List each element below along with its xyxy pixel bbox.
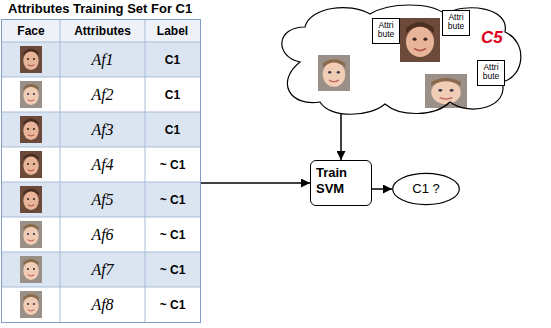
table-stripes — [2, 20, 200, 322]
attribute-cell: Af8 — [60, 287, 145, 322]
attribute-cell: Af6 — [60, 217, 145, 252]
output-text: C1 ? — [412, 181, 439, 197]
attribute-cell: Af4 — [60, 147, 145, 182]
attribute-box: Attri bute — [372, 18, 400, 44]
table-title: Attributes Training Set For C1 — [8, 1, 192, 17]
flow-arrow — [340, 113, 342, 160]
output-ellipse: C1 ? — [392, 172, 460, 206]
cloud-shape — [282, 5, 521, 114]
label-cell: ~ C1 — [145, 147, 200, 182]
label-cell: ~ C1 — [145, 217, 200, 252]
attribute-box: Attri bute — [477, 60, 505, 86]
flow-arrow — [200, 182, 310, 184]
column-header: Label — [145, 20, 200, 42]
attribute-cell: Af7 — [60, 252, 145, 287]
label-cell: C1 — [145, 77, 200, 112]
label-cell: C1 — [145, 42, 200, 77]
process-box: Train SVM — [310, 160, 372, 206]
attribute-cell: Af2 — [60, 77, 145, 112]
test-cloud: C5Attri buteAttri buteAttri bute — [270, 2, 525, 117]
attribute-cell: Af3 — [60, 112, 145, 147]
attribute-box: Attri bute — [442, 10, 470, 36]
attribute-text: Attri bute — [444, 13, 468, 32]
attribute-table: Attributes Training Set For C1FaceAttrib… — [2, 20, 200, 322]
attribute-cell: Af5 — [60, 182, 145, 217]
process-text: Train SVM — [316, 165, 366, 196]
label-cell: ~ C1 — [145, 287, 200, 322]
attribute-text: Attri bute — [374, 21, 398, 40]
label-cell: ~ C1 — [145, 182, 200, 217]
face-photos — [20, 18, 467, 318]
class-label: C5 — [481, 28, 503, 48]
attribute-cell: Af1 — [60, 42, 145, 77]
column-header: Face — [2, 20, 60, 42]
label-cell: C1 — [145, 112, 200, 147]
ellipse-shape — [393, 173, 460, 204]
attribute-text: Attri bute — [479, 63, 503, 82]
flow-arrow — [372, 188, 392, 190]
label-cell: ~ C1 — [145, 252, 200, 287]
table-grid — [2, 20, 200, 322]
column-header: Attributes — [60, 20, 145, 42]
